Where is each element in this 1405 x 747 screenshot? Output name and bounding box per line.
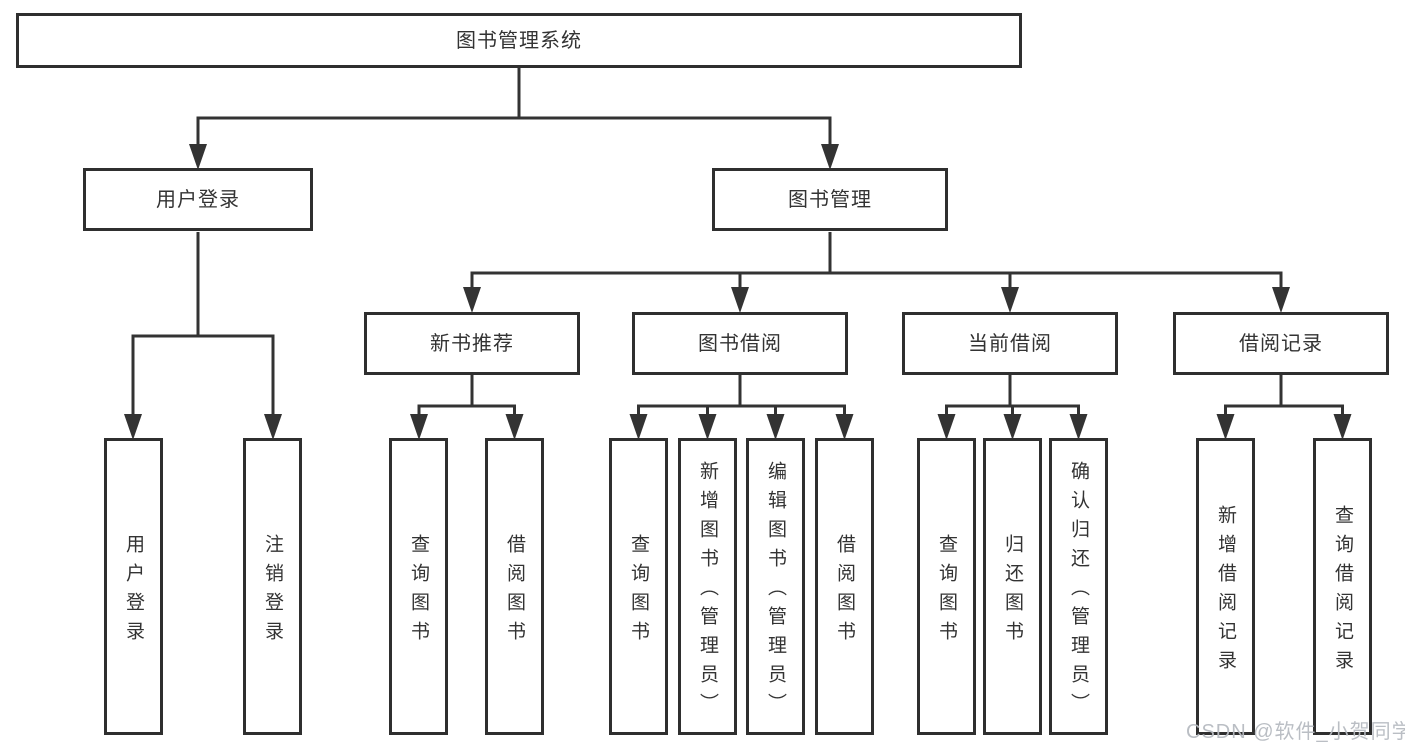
node-book-management-label: 图书管理 — [788, 188, 872, 211]
leaf-borrowing-borrow-books-label: 借阅图书 — [834, 533, 855, 650]
node-current-borrowing: 当前借阅 — [902, 312, 1118, 375]
leaf-records-add-record-label: 新增借阅记录 — [1215, 504, 1236, 679]
node-new-book-recommend: 新书推荐 — [364, 312, 580, 375]
leaf-user-login: 用户登录 — [104, 438, 163, 735]
node-book-management: 图书管理 — [712, 168, 948, 231]
node-borrowing-records-label: 借阅记录 — [1239, 332, 1323, 355]
leaf-records-add-record: 新增借阅记录 — [1196, 438, 1255, 735]
leaf-user-login-label: 用户登录 — [123, 533, 144, 650]
leaf-recommend-borrow-books: 借阅图书 — [485, 438, 544, 735]
node-user-login: 用户登录 — [83, 168, 313, 231]
leaf-borrowing-query-books-label: 查询图书 — [628, 533, 649, 650]
leaf-current-confirm-return-admin: 确认归还（管理员） — [1049, 438, 1108, 735]
leaf-borrowing-add-books-admin-label: 新增图书（管理员） — [697, 461, 718, 722]
leaf-recommend-borrow-books-label: 借阅图书 — [504, 533, 525, 650]
leaf-borrowing-edit-books-admin: 编辑图书（管理员） — [746, 438, 805, 735]
leaf-records-query-record-label: 查询借阅记录 — [1332, 504, 1353, 679]
node-book-borrowing-label: 图书借阅 — [698, 332, 782, 355]
leaf-current-query-books-label: 查询图书 — [936, 533, 957, 650]
leaf-logout-label: 注销登录 — [262, 533, 283, 650]
leaf-current-query-books: 查询图书 — [917, 438, 976, 735]
node-root-system: 图书管理系统 — [16, 13, 1022, 68]
node-new-book-recommend-label: 新书推荐 — [430, 332, 514, 355]
leaf-current-confirm-return-admin-label: 确认归还（管理员） — [1068, 461, 1089, 722]
node-root-system-label: 图书管理系统 — [456, 29, 582, 52]
leaf-borrowing-borrow-books: 借阅图书 — [815, 438, 874, 735]
node-book-borrowing: 图书借阅 — [632, 312, 848, 375]
node-current-borrowing-label: 当前借阅 — [968, 332, 1052, 355]
leaf-current-return-books-label: 归还图书 — [1002, 533, 1023, 650]
leaf-recommend-query-books: 查询图书 — [389, 438, 448, 735]
csdn-watermark: CSDN @软件_小贺同学 — [1186, 721, 1405, 743]
leaf-records-query-record: 查询借阅记录 — [1313, 438, 1372, 735]
leaf-borrowing-query-books: 查询图书 — [609, 438, 668, 735]
leaf-borrowing-edit-books-admin-label: 编辑图书（管理员） — [765, 461, 786, 722]
leaf-logout: 注销登录 — [243, 438, 302, 735]
node-user-login-label: 用户登录 — [156, 188, 240, 211]
leaf-borrowing-add-books-admin: 新增图书（管理员） — [678, 438, 737, 735]
leaf-recommend-query-books-label: 查询图书 — [408, 533, 429, 650]
node-borrowing-records: 借阅记录 — [1173, 312, 1389, 375]
leaf-current-return-books: 归还图书 — [983, 438, 1042, 735]
